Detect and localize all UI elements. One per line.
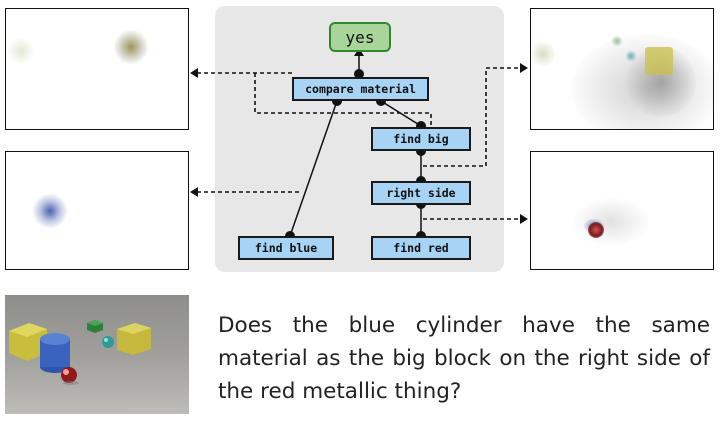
scene-objects bbox=[9, 320, 151, 385]
answer-node: yes bbox=[329, 22, 391, 52]
module-label: find blue bbox=[254, 241, 318, 255]
module-find-big: find big bbox=[371, 127, 471, 151]
answer-label: yes bbox=[345, 27, 375, 47]
module-compare-material: compare material bbox=[292, 77, 429, 101]
attn-arrowhead-rightside bbox=[520, 214, 528, 224]
attn-arrowhead-findbig bbox=[520, 63, 528, 73]
attention-map-find-blue bbox=[5, 151, 189, 270]
attention-map-compare-material bbox=[5, 8, 189, 130]
attention-map-right-side bbox=[530, 151, 714, 270]
module-label: right side bbox=[386, 186, 456, 200]
module-find-blue: find blue bbox=[238, 236, 334, 260]
scene-image bbox=[5, 295, 189, 414]
attention-map-find-big bbox=[530, 8, 714, 130]
attn-arrowhead-findblue bbox=[190, 187, 198, 197]
module-find-red: find red bbox=[371, 236, 471, 260]
question-text: Does the blue cylinder have the same mat… bbox=[218, 313, 710, 404]
attn-arrowhead-compare bbox=[190, 68, 198, 78]
module-label: compare material bbox=[305, 82, 416, 96]
module-label: find big bbox=[393, 132, 449, 146]
module-right-side: right side bbox=[371, 181, 471, 205]
module-label: find red bbox=[393, 241, 449, 255]
